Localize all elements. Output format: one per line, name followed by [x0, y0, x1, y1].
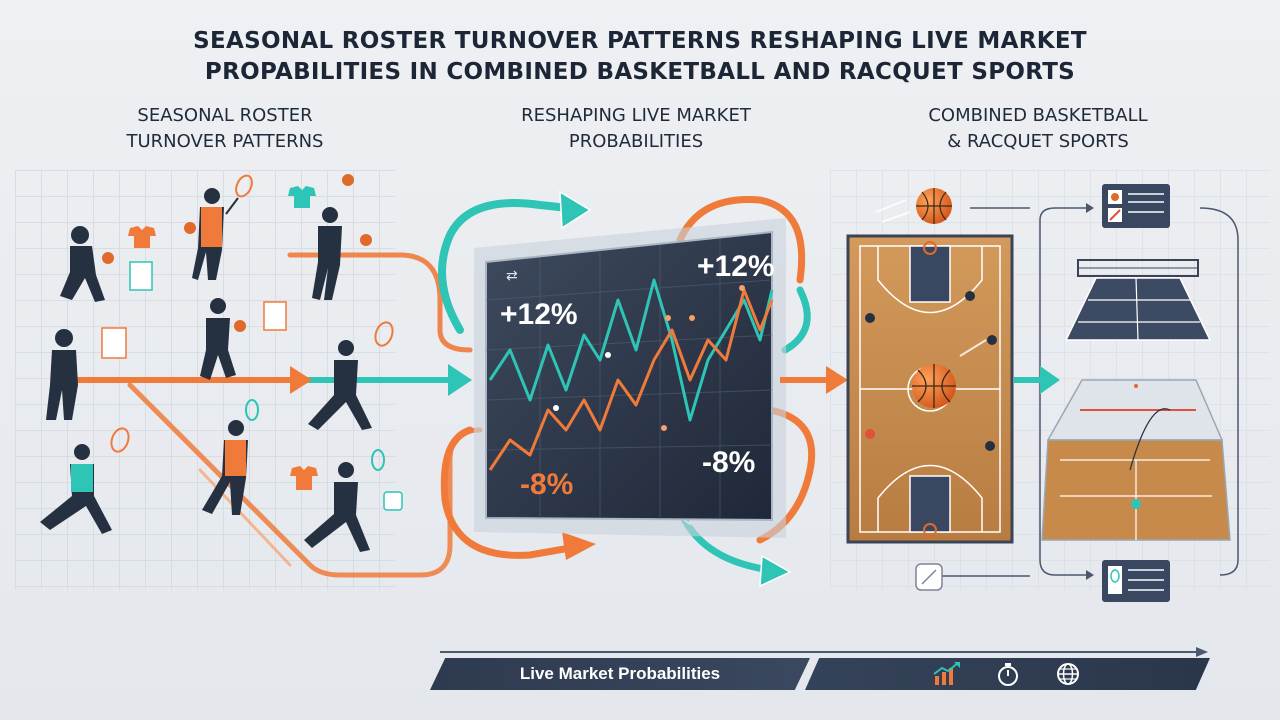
loop-arrow-top-right [676, 196, 806, 284]
contract-doc-4 [383, 491, 403, 511]
loop-arrow-bottom-left [440, 426, 574, 559]
basketball-center-seams [912, 364, 956, 408]
player-tennis-1 [308, 340, 372, 430]
arrow-head-to-court [826, 366, 848, 394]
loop-arrow-head-1 [559, 190, 592, 230]
replay-icon [915, 563, 943, 591]
column-title-roster: Seasonal Roster Turnover Patterns [55, 103, 395, 155]
column-title-sports: Combined Basketball & Racquet Sports [868, 103, 1208, 155]
roster-flow-lines [67, 252, 483, 578]
player-coach [46, 329, 78, 420]
column-title-market: Reshaping Live Market Probabilities [466, 103, 806, 155]
paint-top [909, 245, 951, 303]
basketball-top-seams [916, 188, 952, 224]
motion-streaks [875, 199, 987, 357]
right-connectors [936, 207, 1239, 577]
tennis-racquet-5-head [371, 449, 385, 471]
player-basketball-3 [312, 174, 372, 300]
flow-line-lower [198, 468, 292, 567]
label-down-right: -8% [702, 446, 756, 479]
column-title-sports-line1: Combined Basketball [928, 105, 1148, 126]
roster-documents [101, 186, 403, 511]
player-tennis-4 [304, 462, 370, 552]
connector-arrow-top [1086, 203, 1094, 213]
stats-card-bottom [1102, 560, 1170, 602]
probability-markers [553, 285, 745, 431]
jersey-icon-teal [288, 186, 316, 208]
column-title-roster-line2: Turnover Patterns [126, 131, 324, 152]
tennis-racquet-1-head [235, 174, 253, 198]
tennis-court [1064, 259, 1212, 341]
loop-arrow-head-3 [759, 554, 792, 588]
column-title-roster-line1: Seasonal Roster [137, 105, 313, 126]
probability-line-orange [488, 288, 774, 471]
contract-doc-3 [263, 301, 287, 331]
loop-arrow-top-right-teal [781, 286, 811, 354]
flow-line-top [287, 252, 473, 353]
loop-arrow-head-2 [562, 532, 596, 560]
column-title-sports-line2: & Racquet Sports [947, 131, 1129, 152]
bottom-bar-left [430, 658, 810, 690]
player-basketball-4 [200, 298, 246, 380]
arrow-head-mid-orange [290, 366, 312, 394]
loop-arrow-top-left [438, 199, 572, 334]
court-player-markers [865, 291, 997, 451]
main-title: Seasonal Roster Turnover Patterns Reshap… [0, 26, 1280, 88]
stopwatch-icon [998, 663, 1018, 686]
player-tennis-2 [40, 444, 112, 534]
arrow-head-to-racquet [1040, 366, 1060, 394]
main-title-line2: Propabilities in Combined Basketball and… [204, 59, 1076, 85]
hoop-top [923, 241, 937, 255]
label-up-right: +12% [697, 250, 775, 283]
market-dashboard-panel: ⇄ [474, 218, 786, 538]
timeline-arrow [1196, 647, 1208, 657]
squash-court [1041, 379, 1231, 541]
probability-line-teal [488, 278, 774, 422]
player-basketball-2 [184, 188, 224, 280]
chart-icon [933, 662, 960, 685]
hoop-bottom [923, 523, 937, 537]
column-title-market-line2: Probabilities [568, 131, 704, 152]
dashboard-screen [485, 230, 773, 522]
player-figures [40, 174, 394, 552]
tennis-racquet-1 [225, 197, 239, 215]
bottom-bar-label: Live Market Probabilities [519, 664, 721, 683]
tennis-racquet-4-head [245, 399, 259, 421]
contract-doc-1 [129, 261, 153, 291]
stats-card-top [1102, 184, 1170, 228]
column-title-market-line1: Reshaping Live Market [521, 105, 751, 126]
tennis-racquet-3-head [110, 427, 130, 453]
jersey-icon-orange-1 [128, 226, 156, 248]
label-up-left: +12% [500, 298, 578, 331]
contract-doc-2 [101, 327, 127, 359]
market-loop-arrows [438, 196, 816, 574]
main-title-line1: Seasonal Roster Turnover Patterns Reshap… [193, 28, 1087, 54]
label-down-left: -8% [520, 468, 574, 501]
globe-icon [1057, 663, 1079, 685]
player-basketball-1 [60, 226, 114, 302]
dashboard-shuffle-icon: ⇄ [506, 268, 518, 284]
player-tennis-3 [202, 420, 248, 515]
arrow-head-mid-teal [448, 364, 472, 396]
jersey-icon-orange-2 [290, 466, 318, 490]
tennis-racquet-2-head [374, 321, 394, 347]
paint-bottom [909, 475, 951, 533]
connector-arrow-bottom [1086, 570, 1094, 580]
